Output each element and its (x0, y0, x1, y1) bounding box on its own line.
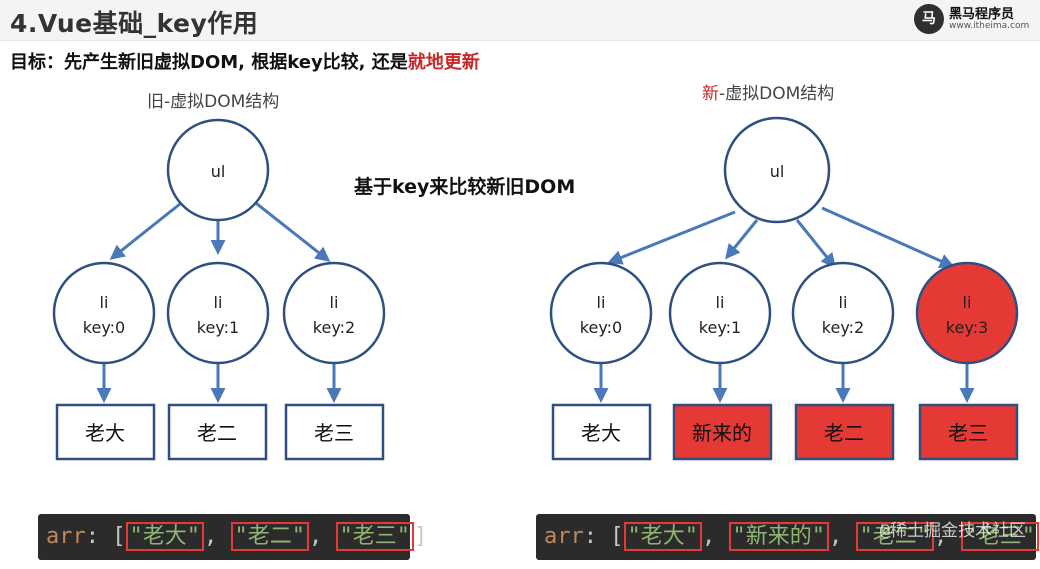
new-edge-root-3 (821, 206, 955, 268)
old-text-1: 老二 (197, 421, 237, 445)
new-caption-rest: -虚拟DOM结构 (719, 84, 835, 104)
old-code-item-2: "老三" (335, 522, 414, 551)
old-li-node-1 (166, 261, 270, 365)
old-edge-root-2 (251, 198, 331, 262)
logo-name: 黑马程序员 (949, 7, 1015, 22)
new-code-item-2: "老二" (855, 522, 934, 551)
new-li-tag-0: li (597, 293, 606, 312)
center-note: 基于key来比较新旧DOM (354, 176, 576, 198)
logo-url: www.itheima.com (949, 21, 1030, 31)
new-text-box-0 (551, 403, 652, 461)
old-code-colon: : [ (85, 524, 126, 549)
old-li-key-2: key:2 (313, 318, 355, 337)
new-text-box-1 (672, 403, 773, 461)
new-li-node-0 (549, 261, 653, 365)
old-text-2: 老三 (314, 421, 354, 445)
new-li-tag-2: li (839, 293, 848, 312)
new-root-node (723, 116, 831, 224)
new-text-box-3 (918, 403, 1019, 461)
old-code-item-0: "老大" (125, 522, 204, 551)
new-edge-root-1 (725, 219, 759, 260)
old-root-label: ul (211, 162, 226, 181)
new-edge-root-2 (795, 219, 836, 269)
horse-logo-icon: 马 (914, 4, 944, 34)
new-text-0: 老大 (581, 421, 621, 445)
goal-prefix: 目标：先产生新旧虚拟DOM, 根据key比较, 还是 (10, 52, 408, 73)
old-code-item-1: "老二" (230, 522, 309, 551)
old-text-0: 老大 (85, 421, 125, 445)
watermark: @稀土掘金技术社区 (879, 521, 1026, 541)
new-li-node-1 (668, 261, 772, 365)
new-code-colon: : [ (583, 524, 624, 549)
new-code-label: arr (544, 524, 584, 549)
new-li-key-0: key:0 (580, 318, 622, 337)
new-text-box-2 (794, 403, 895, 461)
new-text-1: 新来的 (692, 421, 752, 445)
old-li-key-0: key:0 (83, 318, 125, 337)
new-code-item-0: "老大" (623, 522, 702, 551)
new-code-item-1: "新来的" (728, 522, 829, 551)
new-text-2: 老二 (824, 421, 864, 445)
old-li-tag-2: li (330, 293, 339, 312)
old-li-key-1: key:1 (197, 318, 239, 337)
new-array-code: arr: ["老大", "新来的", "老二", "老三"] @稀土掘金技术社区 (536, 514, 1040, 560)
new-li-key-2: key:2 (822, 318, 864, 337)
old-text-box-0 (55, 403, 156, 461)
brand-logo: 马 黑马程序员 www.itheima.com (914, 2, 1034, 38)
header-bar (0, 0, 1040, 41)
old-array-code: arr: ["老大", "老二", "老三"] (38, 514, 427, 560)
old-li-tag-0: li (100, 293, 109, 312)
new-code-item-3: "老三" (960, 522, 1039, 551)
old-tree-caption: 旧-虚拟DOM结构 (147, 92, 280, 112)
new-text-3: 老三 (948, 421, 988, 445)
new-edge-root-0 (607, 210, 736, 265)
old-li-tag-1: li (214, 293, 223, 312)
goal-text: 目标：先产生新旧虚拟DOM, 根据key比较, 还是就地更新 (10, 48, 480, 74)
new-li-tag-3: li (963, 293, 972, 312)
old-text-box-1 (167, 403, 268, 461)
new-root-label: ul (770, 162, 785, 181)
new-li-tag-1: li (716, 293, 725, 312)
old-code-label: arr (46, 524, 86, 549)
new-li-node-2 (791, 261, 895, 365)
old-root-node (166, 118, 270, 222)
old-edge-root-0 (109, 198, 186, 260)
new-li-key-1: key:1 (699, 318, 741, 337)
new-tree-caption: 新-虚拟DOM结构 (702, 79, 834, 104)
goal-highlight: 就地更新 (407, 52, 480, 73)
slide-title: 4.Vue基础_key作用 (10, 9, 259, 38)
new-li-key-3: key:3 (946, 318, 988, 337)
old-li-node-0 (52, 261, 156, 365)
old-text-box-2 (284, 403, 385, 461)
new-li-node-3 (915, 261, 1019, 365)
old-li-node-2 (282, 261, 386, 365)
new-caption-highlight: 新 (702, 84, 719, 104)
